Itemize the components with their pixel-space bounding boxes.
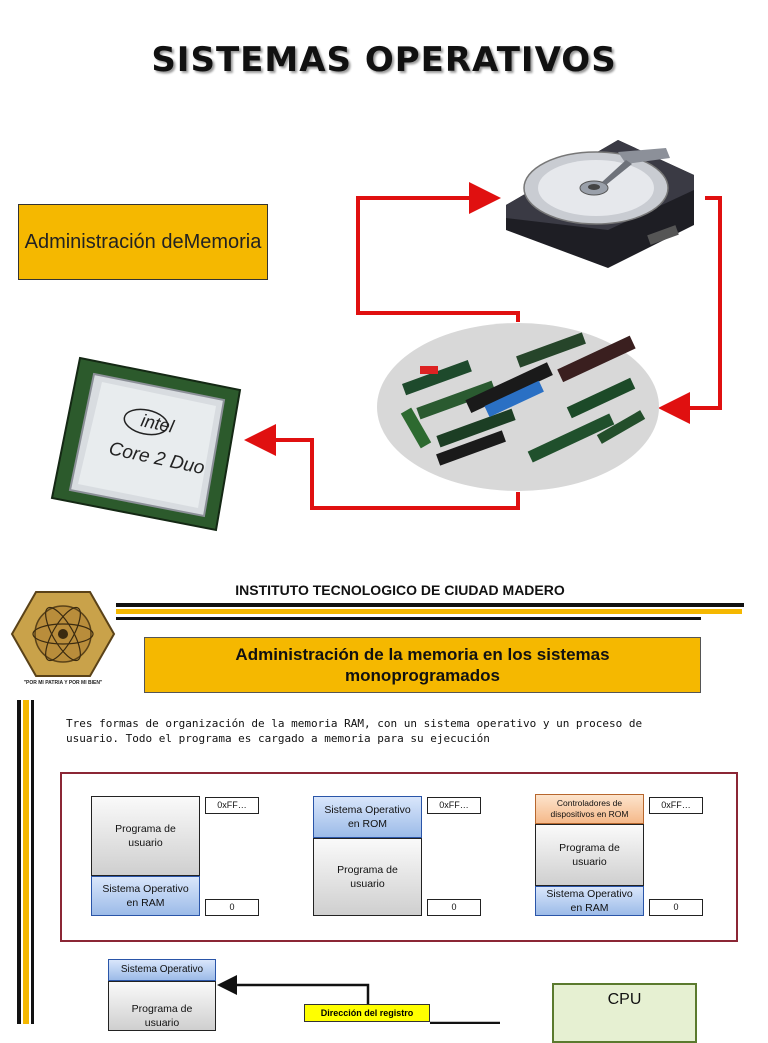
left-stripe-black [17, 700, 21, 1024]
os-rom-label-1: Sistema Operativo [324, 804, 411, 816]
program-label-2: usuario [572, 856, 607, 868]
register-arrow [217, 975, 500, 1024]
topic-box: Administración de Memoria [18, 204, 268, 280]
hard-disk-image [506, 140, 694, 268]
layout3-program-block: Programa de usuario [535, 824, 644, 886]
section-title: Administración de la memoria en los sist… [144, 637, 701, 693]
os-rom-label-2: en ROM [347, 818, 388, 830]
drivers-label-1: Controladores de [556, 798, 623, 808]
program-label-2: usuario [350, 878, 385, 890]
register-direction-label: Dirección del registro [304, 1004, 430, 1022]
os-ram-label-2: en RAM [126, 897, 165, 909]
os-ram-label-1: Sistema Operativo [546, 888, 633, 900]
slide-1: SISTEMAS OPERATIVOS Administración de Me… [18, 40, 722, 532]
program-label-1: Programa de [559, 842, 620, 854]
header-stripe-1 [116, 603, 744, 607]
ram-modules-image [377, 323, 659, 491]
intro-text: Tres formas de organización de la memori… [66, 716, 736, 746]
topic-line-2: Memoria [183, 231, 262, 253]
left-stripe-yellow [23, 700, 29, 1024]
cpu-label: CPU [607, 991, 642, 1008]
layout3-addr-bottom: 0 [649, 899, 703, 916]
layout3-drivers-rom-block: Controladores de dispositivos en ROM [535, 794, 644, 824]
institute-logo: "POR MI PATRIA Y POR MI BIEN" [10, 591, 116, 686]
layout1-program-block: Programa de usuario [91, 796, 200, 876]
layout2-program-block: Programa de usuario [313, 838, 422, 916]
section-title-line-2: monoprogramados [345, 666, 500, 685]
slide-title: SISTEMAS OPERATIVOS [151, 40, 617, 80]
bottom-program-label-2: usuario [144, 1017, 180, 1029]
memory-layouts-frame [60, 772, 738, 942]
arrow-ram-to-cpu [244, 424, 520, 510]
layout3-os-ram-block: Sistema Operativo en RAM [535, 886, 644, 916]
program-label-1: Programa de [115, 823, 176, 835]
memory-flow-arrows [244, 182, 722, 510]
intel-cpu-image: intel Core 2 Duo [50, 356, 242, 532]
bottom-os-block: Sistema Operativo [108, 959, 216, 981]
os-ram-label-1: Sistema Operativo [102, 883, 189, 895]
layout2-os-rom-block: Sistema Operativo en ROM [313, 796, 422, 838]
layout1-os-ram-block: Sistema Operativo en RAM [91, 876, 200, 916]
intro-line-1: Tres formas de organización de la memori… [66, 717, 643, 730]
drivers-label-2: dispositivos en ROM [550, 809, 629, 819]
header-stripe-2 [116, 609, 742, 614]
intro-line-2: usuario. Todo el programa es cargado a m… [66, 732, 490, 745]
os-ram-label-2: en RAM [570, 902, 609, 914]
header-stripe-3 [116, 617, 701, 620]
arrow-ram-to-disk [356, 182, 520, 322]
layout1-addr-top: 0xFF… [205, 797, 259, 814]
layout1-addr-bottom: 0 [205, 899, 259, 916]
program-label-2: usuario [128, 837, 163, 849]
layout2-addr-bottom: 0 [427, 899, 481, 916]
program-label-1: Programa de [337, 864, 398, 876]
layout3-addr-top: 0xFF… [649, 797, 703, 814]
left-stripe-black-2 [31, 700, 34, 1024]
institute-name: INSTITUTO TECNOLOGICO DE CIUDAD MADERO [235, 582, 565, 598]
section-title-line-1: Administración de la memoria en los sist… [235, 645, 610, 664]
logo-motto: "POR MI PATRIA Y POR MI BIEN" [24, 680, 103, 686]
layout2-addr-top: 0xFF… [427, 797, 481, 814]
cpu-box: CPU [552, 983, 697, 1043]
bottom-program-label-1: Programa de [131, 1003, 193, 1015]
topic-line-1: Administración de [24, 231, 184, 253]
arrow-disk-to-ram [658, 196, 722, 424]
